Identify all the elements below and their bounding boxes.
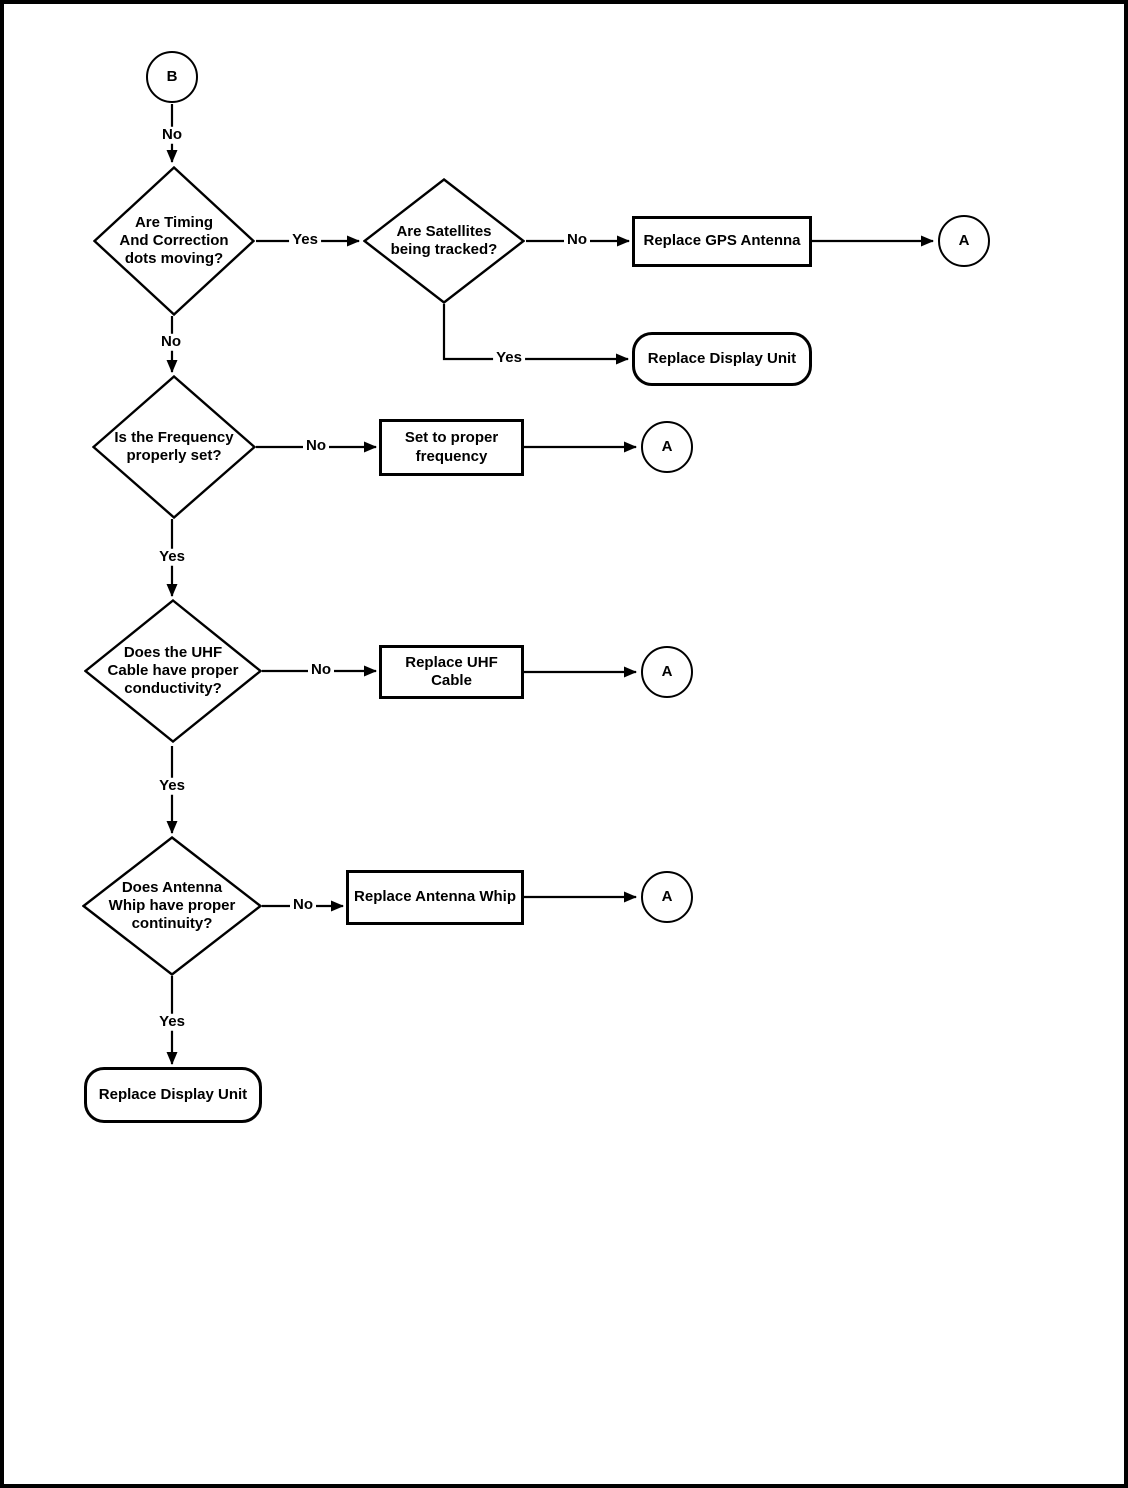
connector-a-4: A bbox=[641, 871, 693, 923]
edge-label-no-b-to-timing: No bbox=[159, 126, 185, 144]
edge-satellites-to-display bbox=[442, 304, 629, 365]
decision-timing-dots-label: Are Timing And Correction dots moving? bbox=[119, 213, 229, 268]
process-replace-antenna-whip-label: Replace Antenna Whip bbox=[354, 888, 516, 906]
decision-antenna-whip: Does Antenna Whip have proper continuity… bbox=[82, 836, 262, 976]
connector-a-2-label: A bbox=[661, 437, 673, 455]
edge-label-no-frequency-to-set: No bbox=[303, 437, 329, 455]
connector-a-3-label: A bbox=[661, 662, 673, 680]
connector-a-3: A bbox=[641, 646, 693, 698]
decision-uhf-cable: Does the UHF Cable have proper conductiv… bbox=[84, 599, 262, 743]
connector-a-1: A bbox=[938, 215, 990, 267]
process-replace-gps-antenna: Replace GPS Antenna bbox=[632, 216, 812, 267]
process-replace-antenna-whip: Replace Antenna Whip bbox=[346, 870, 524, 925]
connector-a-4-label: A bbox=[661, 887, 673, 905]
process-set-frequency: Set to proper frequency bbox=[379, 419, 524, 476]
process-set-frequency-label: Set to proper frequency bbox=[404, 429, 499, 465]
decision-timing-dots: Are Timing And Correction dots moving? bbox=[93, 166, 255, 316]
terminator-replace-display-unit-top: Replace Display Unit bbox=[632, 332, 812, 386]
decision-uhf-cable-label: Does the UHF Cable have proper conductiv… bbox=[107, 643, 239, 698]
decision-frequency: Is the Frequency properly set? bbox=[92, 375, 256, 519]
edge-label-no-satellites-to-gps: No bbox=[564, 231, 590, 249]
terminator-replace-display-unit-top-label: Replace Display Unit bbox=[647, 349, 797, 367]
connector-a-2: A bbox=[641, 421, 693, 473]
edge-label-no-whip-to-replace: No bbox=[290, 896, 316, 914]
terminator-replace-display-unit-bottom: Replace Display Unit bbox=[84, 1067, 262, 1123]
edge-label-no-uhf-to-replace: No bbox=[308, 661, 334, 679]
diamond-shape bbox=[363, 178, 525, 304]
process-replace-uhf-cable-label: Replace UHF Cable bbox=[405, 653, 498, 689]
decision-satellites: Are Satellites being tracked? bbox=[363, 178, 525, 304]
edge-label-yes-frequency-to-uhf: Yes bbox=[156, 548, 188, 566]
diamond-shape bbox=[93, 166, 255, 316]
edge-label-yes-timing-to-satellites: Yes bbox=[289, 231, 321, 249]
diamond-shape bbox=[84, 599, 262, 743]
edge-label-yes-whip-to-display: Yes bbox=[156, 1013, 188, 1031]
edge-label-yes-satellites-to-display: Yes bbox=[493, 349, 525, 367]
connector-a-1-label: A bbox=[958, 231, 970, 249]
decision-satellites-label: Are Satellites being tracked? bbox=[390, 222, 498, 258]
edge-label-no-timing-to-frequency: No bbox=[158, 333, 184, 351]
connector-b: B bbox=[146, 51, 198, 103]
diamond-shape bbox=[92, 375, 256, 519]
process-replace-uhf-cable: Replace UHF Cable bbox=[379, 645, 524, 699]
connector-b-label: B bbox=[166, 67, 178, 85]
diamond-shape bbox=[82, 836, 262, 976]
decision-antenna-whip-label: Does Antenna Whip have proper continuity… bbox=[108, 878, 236, 933]
process-replace-gps-antenna-label: Replace GPS Antenna bbox=[643, 232, 801, 250]
terminator-replace-display-unit-bottom-label: Replace Display Unit bbox=[98, 1085, 248, 1103]
decision-frequency-label: Is the Frequency properly set? bbox=[114, 428, 234, 464]
edge-label-yes-uhf-to-whip: Yes bbox=[156, 777, 188, 795]
